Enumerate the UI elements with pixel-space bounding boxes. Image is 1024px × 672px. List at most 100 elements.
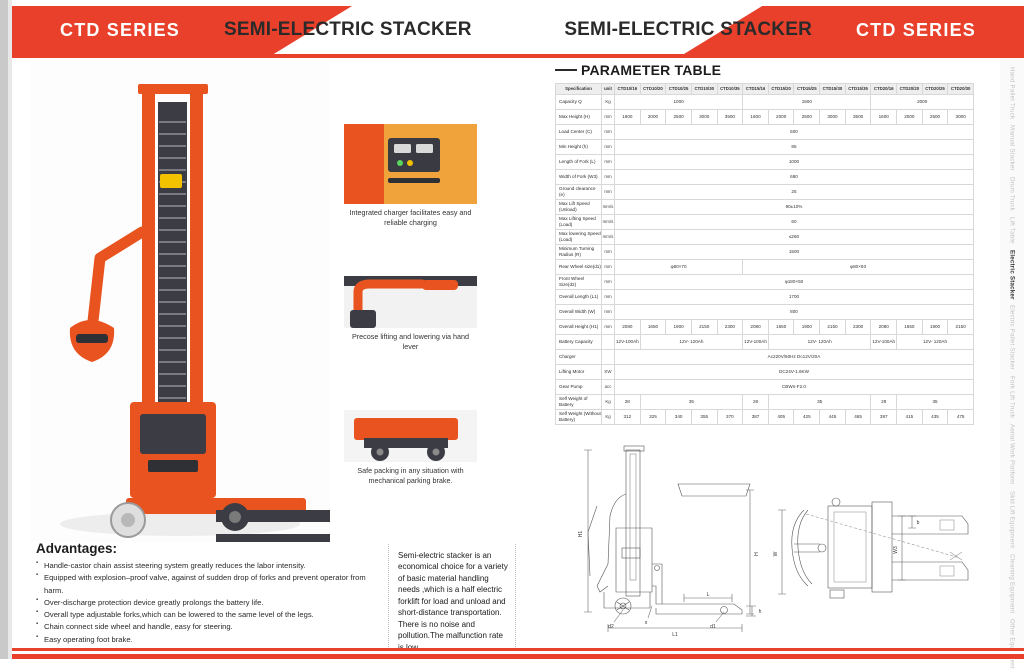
parameter-value-cell: 90±10% bbox=[614, 199, 974, 215]
sidebar-item-other-equipment[interactable]: Other Equipment bbox=[1009, 616, 1016, 672]
col-header-model: CTD10/35 bbox=[716, 83, 744, 95]
parameter-row-unit: Kg bbox=[601, 394, 615, 410]
feature-card-charger: Integrated charger facilitates easy and … bbox=[344, 124, 477, 227]
col-header-model: CTD20/16 bbox=[870, 83, 898, 95]
sidebar-item-aerial-work-platform[interactable]: Aerial Work Platform bbox=[1009, 421, 1016, 488]
parameter-value-cell: 340 bbox=[665, 409, 692, 425]
sidebar-item-electric-pallet-stacker[interactable]: Electric Pallet Stacker bbox=[1009, 302, 1016, 373]
parameter-value-cell: φ80×93 bbox=[742, 259, 974, 275]
parameter-value-cell: ≤260 bbox=[614, 229, 974, 245]
sidebar-item-skid-lift-equipment[interactable]: Skid Lift Equipment bbox=[1009, 488, 1016, 551]
parameter-row-label: Max Lifting Speed (Load) bbox=[555, 214, 602, 230]
top-view-drawing: W W3 b bbox=[772, 466, 974, 626]
parameter-value-cell: 1500 bbox=[614, 244, 974, 260]
col-header-model: CTD20/30 bbox=[947, 83, 974, 95]
parking-brake-photo bbox=[344, 410, 477, 462]
sidebar-item-label: Lift Table bbox=[1008, 217, 1016, 244]
parameter-value-cell: 2300 bbox=[844, 319, 872, 335]
parameter-value-cell: 2000 bbox=[870, 94, 974, 110]
parameter-row-unit: mm bbox=[601, 184, 615, 200]
sidebar-item-lift-table[interactable]: Lift Table bbox=[1009, 214, 1016, 247]
col-header-model: CTD15/20 bbox=[767, 83, 795, 95]
parameter-value-cell: 2080 bbox=[742, 319, 769, 335]
parameter-value-cell: 405 bbox=[767, 409, 795, 425]
sidebar-item-drum-truck[interactable]: Drum Truck bbox=[1009, 174, 1016, 214]
advantage-item: Overall type adjustable forks,which can … bbox=[36, 608, 376, 621]
dim-label-L1: L1 bbox=[672, 632, 678, 638]
parameter-row-label: Self Weight (Without Battery) bbox=[555, 409, 602, 425]
parameter-table-heading: PARAMETER TABLE bbox=[555, 62, 973, 78]
parameter-value-cell: 12V-100Ah bbox=[614, 334, 641, 350]
sidebar-item-manual-stacker[interactable]: Manual Stacker bbox=[1009, 122, 1016, 174]
hand-lever-photo-illustration bbox=[344, 276, 477, 328]
parameter-row-label: Ground clearance (e) bbox=[555, 184, 602, 200]
col-header-model: CTD10/25 bbox=[665, 83, 692, 95]
dim-label-x: x bbox=[645, 620, 648, 626]
sidebar-item-electric-stacker[interactable]: Electric Stacker bbox=[1009, 247, 1016, 303]
parameter-value-cell: 2300 bbox=[716, 319, 744, 335]
side-view-svg: H1 H L1 L d2 d1 x h bbox=[578, 445, 762, 638]
advantages-block: Advantages: Handle-castor chain assist s… bbox=[36, 541, 376, 646]
parameter-value-cell: 2150 bbox=[819, 319, 846, 335]
feature-card-hand-lever: Precose lifting and lowering via hand le… bbox=[344, 276, 477, 351]
parameter-row-unit: mm bbox=[601, 169, 615, 185]
parameter-row-label: Front Wheel Size(d2) bbox=[555, 274, 602, 290]
dim-label-W3: W3 bbox=[893, 546, 899, 554]
parameter-row-label: Max Height (H) bbox=[555, 109, 602, 125]
col-header-model: CTD15/16 bbox=[742, 83, 769, 95]
parameter-value-cell: 475 bbox=[947, 409, 974, 425]
parameter-value-cell: φ80×70 bbox=[613, 259, 744, 275]
parameter-row-unit: mm bbox=[601, 154, 615, 170]
advantage-item: Chain connect side wheel and handle, eas… bbox=[36, 620, 376, 633]
parameter-row: Max lowering Speed (Load)mm/s≤260 bbox=[555, 229, 974, 245]
parameter-value-cell: 12V- 120Ah bbox=[896, 334, 974, 350]
parameter-value-cell: 3500 bbox=[844, 109, 872, 125]
charger-photo bbox=[344, 124, 477, 204]
parameter-value-cell: 1650 bbox=[896, 319, 923, 335]
parameter-row-label: Max Lift Speed (Unload) bbox=[555, 199, 602, 215]
page-left-gutter-highlight bbox=[8, 0, 12, 659]
parameter-value-cell: 355 bbox=[690, 409, 718, 425]
parameter-row-unit: mm bbox=[601, 139, 615, 155]
parameter-value-cell: 397 bbox=[870, 409, 898, 425]
parameter-value-cell: Ac220V/50Hz Dc12V/20A bbox=[614, 349, 974, 365]
parameter-value-cell: 12V- 120Ah bbox=[639, 334, 744, 350]
parameter-value-cell: 3000 bbox=[947, 109, 974, 125]
sidebar-item-fork-lift-truck[interactable]: Fork Lift Truck bbox=[1009, 373, 1016, 421]
parking-brake-photo-illustration bbox=[344, 410, 477, 462]
parameter-row-label: Load Center (C) bbox=[555, 124, 602, 140]
parameter-value-cell: 25 bbox=[614, 184, 974, 200]
parameter-value-cell: 35 bbox=[639, 394, 744, 410]
dim-label-d1: d1 bbox=[710, 624, 716, 630]
parameter-value-cell: 28 bbox=[614, 394, 641, 410]
parameter-value-cell: 85 bbox=[614, 139, 974, 155]
parameter-value-cell: 2500 bbox=[793, 109, 821, 125]
parameter-value-cell: 445 bbox=[819, 409, 846, 425]
parameter-row-unit: mm bbox=[601, 244, 615, 260]
advantage-item: Equipped with explosion–proof valve, aga… bbox=[36, 571, 376, 597]
dim-label-H: H bbox=[754, 552, 760, 556]
parameter-value-cell: 1900 bbox=[921, 319, 949, 335]
parameter-row-label: Capacity Q bbox=[555, 94, 602, 110]
parameter-row-unit: KW bbox=[601, 364, 615, 380]
parameter-value-cell: 3500 bbox=[716, 109, 744, 125]
col-header-model: CTD10/16 bbox=[614, 83, 641, 95]
parameter-value-cell: 1600 bbox=[614, 109, 641, 125]
parameter-value-cell: φ180×50 bbox=[614, 274, 974, 290]
sidebar-item-hand-pallet-truck[interactable]: Hand Pallet Truck bbox=[1009, 64, 1016, 122]
parameter-row-label: Gear Pump bbox=[555, 379, 602, 395]
sidebar-item-cleaning-equipment[interactable]: Cleaning Equipment bbox=[1009, 551, 1016, 616]
parameter-value-cell: 3000 bbox=[690, 109, 718, 125]
parameter-row-unit: mm bbox=[601, 319, 615, 335]
